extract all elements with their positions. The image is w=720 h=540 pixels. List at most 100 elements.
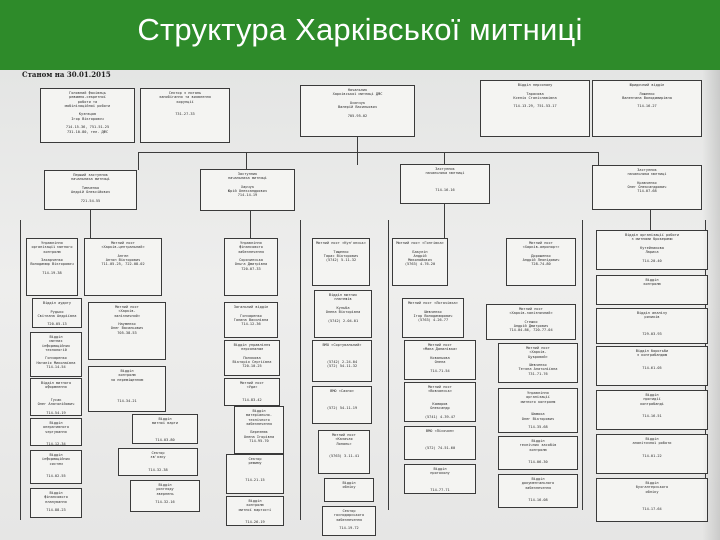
org-unit-text: ВМО «Сахно» — [330, 389, 354, 393]
org-unit-text: Гончаренко — [45, 356, 67, 361]
org-unit-text: Тарас Вікторович — [323, 253, 359, 258]
org-unit-text: аналітичної роботи — [632, 441, 672, 446]
org-unit-text: Шамоха — [531, 412, 545, 417]
org-unit-text: Перший заступник — [73, 173, 108, 177]
org-unit-text: контролю — [118, 373, 136, 378]
org-unit-text: Вікторія Сергіївна — [232, 360, 272, 365]
org-unit-text: Гусак — [50, 398, 62, 403]
org-unit-text: чергування — [45, 429, 67, 434]
org-unit-box: Митний пост«Уди» 714-83-42 — [224, 378, 280, 406]
org-unit-text: Сектор — [151, 451, 165, 455]
org-unit-text: Відділ — [120, 369, 134, 373]
org-unit-text: 729-03-93 — [642, 332, 662, 337]
org-unit-text: (572) 54-11-32 — [326, 364, 358, 369]
org-unit-text: Сорочинська — [239, 258, 263, 263]
org-unit-text: 705-38-53 — [117, 330, 137, 335]
org-unit-text: обліку — [645, 489, 659, 494]
org-unit-text: Відділ організації роботи — [624, 233, 680, 237]
org-unit-text: Митний пост — [115, 305, 139, 309]
org-unit-text: за переміщенням — [110, 377, 144, 382]
org-unit-text: 714-16-27 — [637, 104, 657, 109]
org-unit-text: Андрій Леонідович — [522, 258, 560, 263]
org-unit-text: Ольга Дмитрівна — [234, 262, 268, 267]
org-unit-text: 714-77-71 — [430, 488, 450, 493]
org-unit-text: 714-71-54 — [430, 368, 450, 373]
org-unit-text: залізничний» — [114, 313, 140, 318]
org-unit-text: Сектор — [248, 457, 262, 461]
org-unit-text: Дорошенко — [531, 253, 551, 258]
org-unit-text: документального — [521, 481, 555, 486]
org-unit-text: 714-34-21 — [117, 399, 137, 404]
org-unit-text: зв'язку — [150, 455, 166, 460]
org-unit-text: 705-95-02 — [347, 113, 368, 118]
org-unit-text: Тетяна Анатоліївна — [518, 367, 558, 372]
connector-line — [444, 152, 445, 164]
org-unit-text: Відділ — [49, 453, 63, 457]
org-unit-text: 711-05-25, 722-08-02 — [101, 262, 145, 267]
org-unit-text: «Мала Данилівка» — [422, 347, 458, 352]
org-unit-text: розгляду — [156, 487, 174, 492]
org-unit-text: Відділ аудиту — [42, 301, 72, 305]
org-unit-text: Управління — [41, 241, 63, 245]
org-unit-text — [599, 304, 705, 305]
org-unit-text: 714-16-16 — [435, 188, 455, 193]
org-unit-text: Цукровий» — [528, 354, 548, 359]
org-unit-text: Митний пост — [428, 343, 452, 347]
org-unit-text: мобілізаційної роботи — [64, 103, 111, 108]
org-unit-text: «Вовчанськ» — [428, 389, 452, 394]
org-unit-text: 714-06-30 — [528, 460, 548, 465]
connector-line — [20, 220, 21, 520]
org-unit-text: 728-74-80 — [531, 262, 551, 267]
org-unit-text: Осипчук — [349, 100, 366, 105]
org-unit-text: Олена — [434, 360, 446, 365]
org-unit-text: організації митного — [31, 245, 73, 250]
org-unit-text: систем — [49, 461, 63, 466]
org-unit-text: звернень — [156, 491, 174, 496]
org-unit-text: начальника митниці — [425, 171, 465, 176]
slide-title: Структура Харківської митниці — [137, 12, 583, 47]
org-unit-text: контролю — [43, 249, 61, 254]
connector-line — [300, 220, 301, 520]
org-unit-text: Юридичний відділ — [629, 83, 665, 87]
org-unit-text: 731-71-76 — [528, 371, 548, 376]
org-unit-text: контролю — [246, 503, 264, 508]
org-unit-text: протоколу — [430, 471, 450, 476]
org-unit-text: Харківської митниці ДФС — [332, 92, 383, 97]
org-unit-text: Відділ — [248, 499, 262, 503]
org-unit-text: Олег Васильович — [110, 326, 144, 331]
org-unit-text: технічних засобів — [519, 443, 557, 448]
org-unit-text: Володимир Вікторович — [30, 262, 74, 267]
org-unit-text: Митний пост — [332, 433, 356, 437]
connector-line — [246, 152, 247, 169]
org-unit-text: 714-20-40 — [642, 258, 662, 263]
org-unit-text: Митний пост — [111, 241, 135, 245]
org-unit-text: Головний фахівець — [69, 91, 106, 95]
org-unit-text: Комаров — [432, 402, 448, 407]
org-unit-text: Відділ — [252, 409, 266, 413]
org-unit-text: Ляшенко — [639, 91, 655, 96]
org-unit-text: Відділ управління — [233, 343, 271, 347]
connector-line — [582, 220, 583, 510]
org-unit-text: ВМО «Пісочин» — [425, 429, 455, 433]
org-unit-text: Відділ — [645, 437, 659, 441]
org-unit-text: Шевченко — [424, 309, 442, 314]
org-unit-text: Відділ — [433, 467, 447, 471]
